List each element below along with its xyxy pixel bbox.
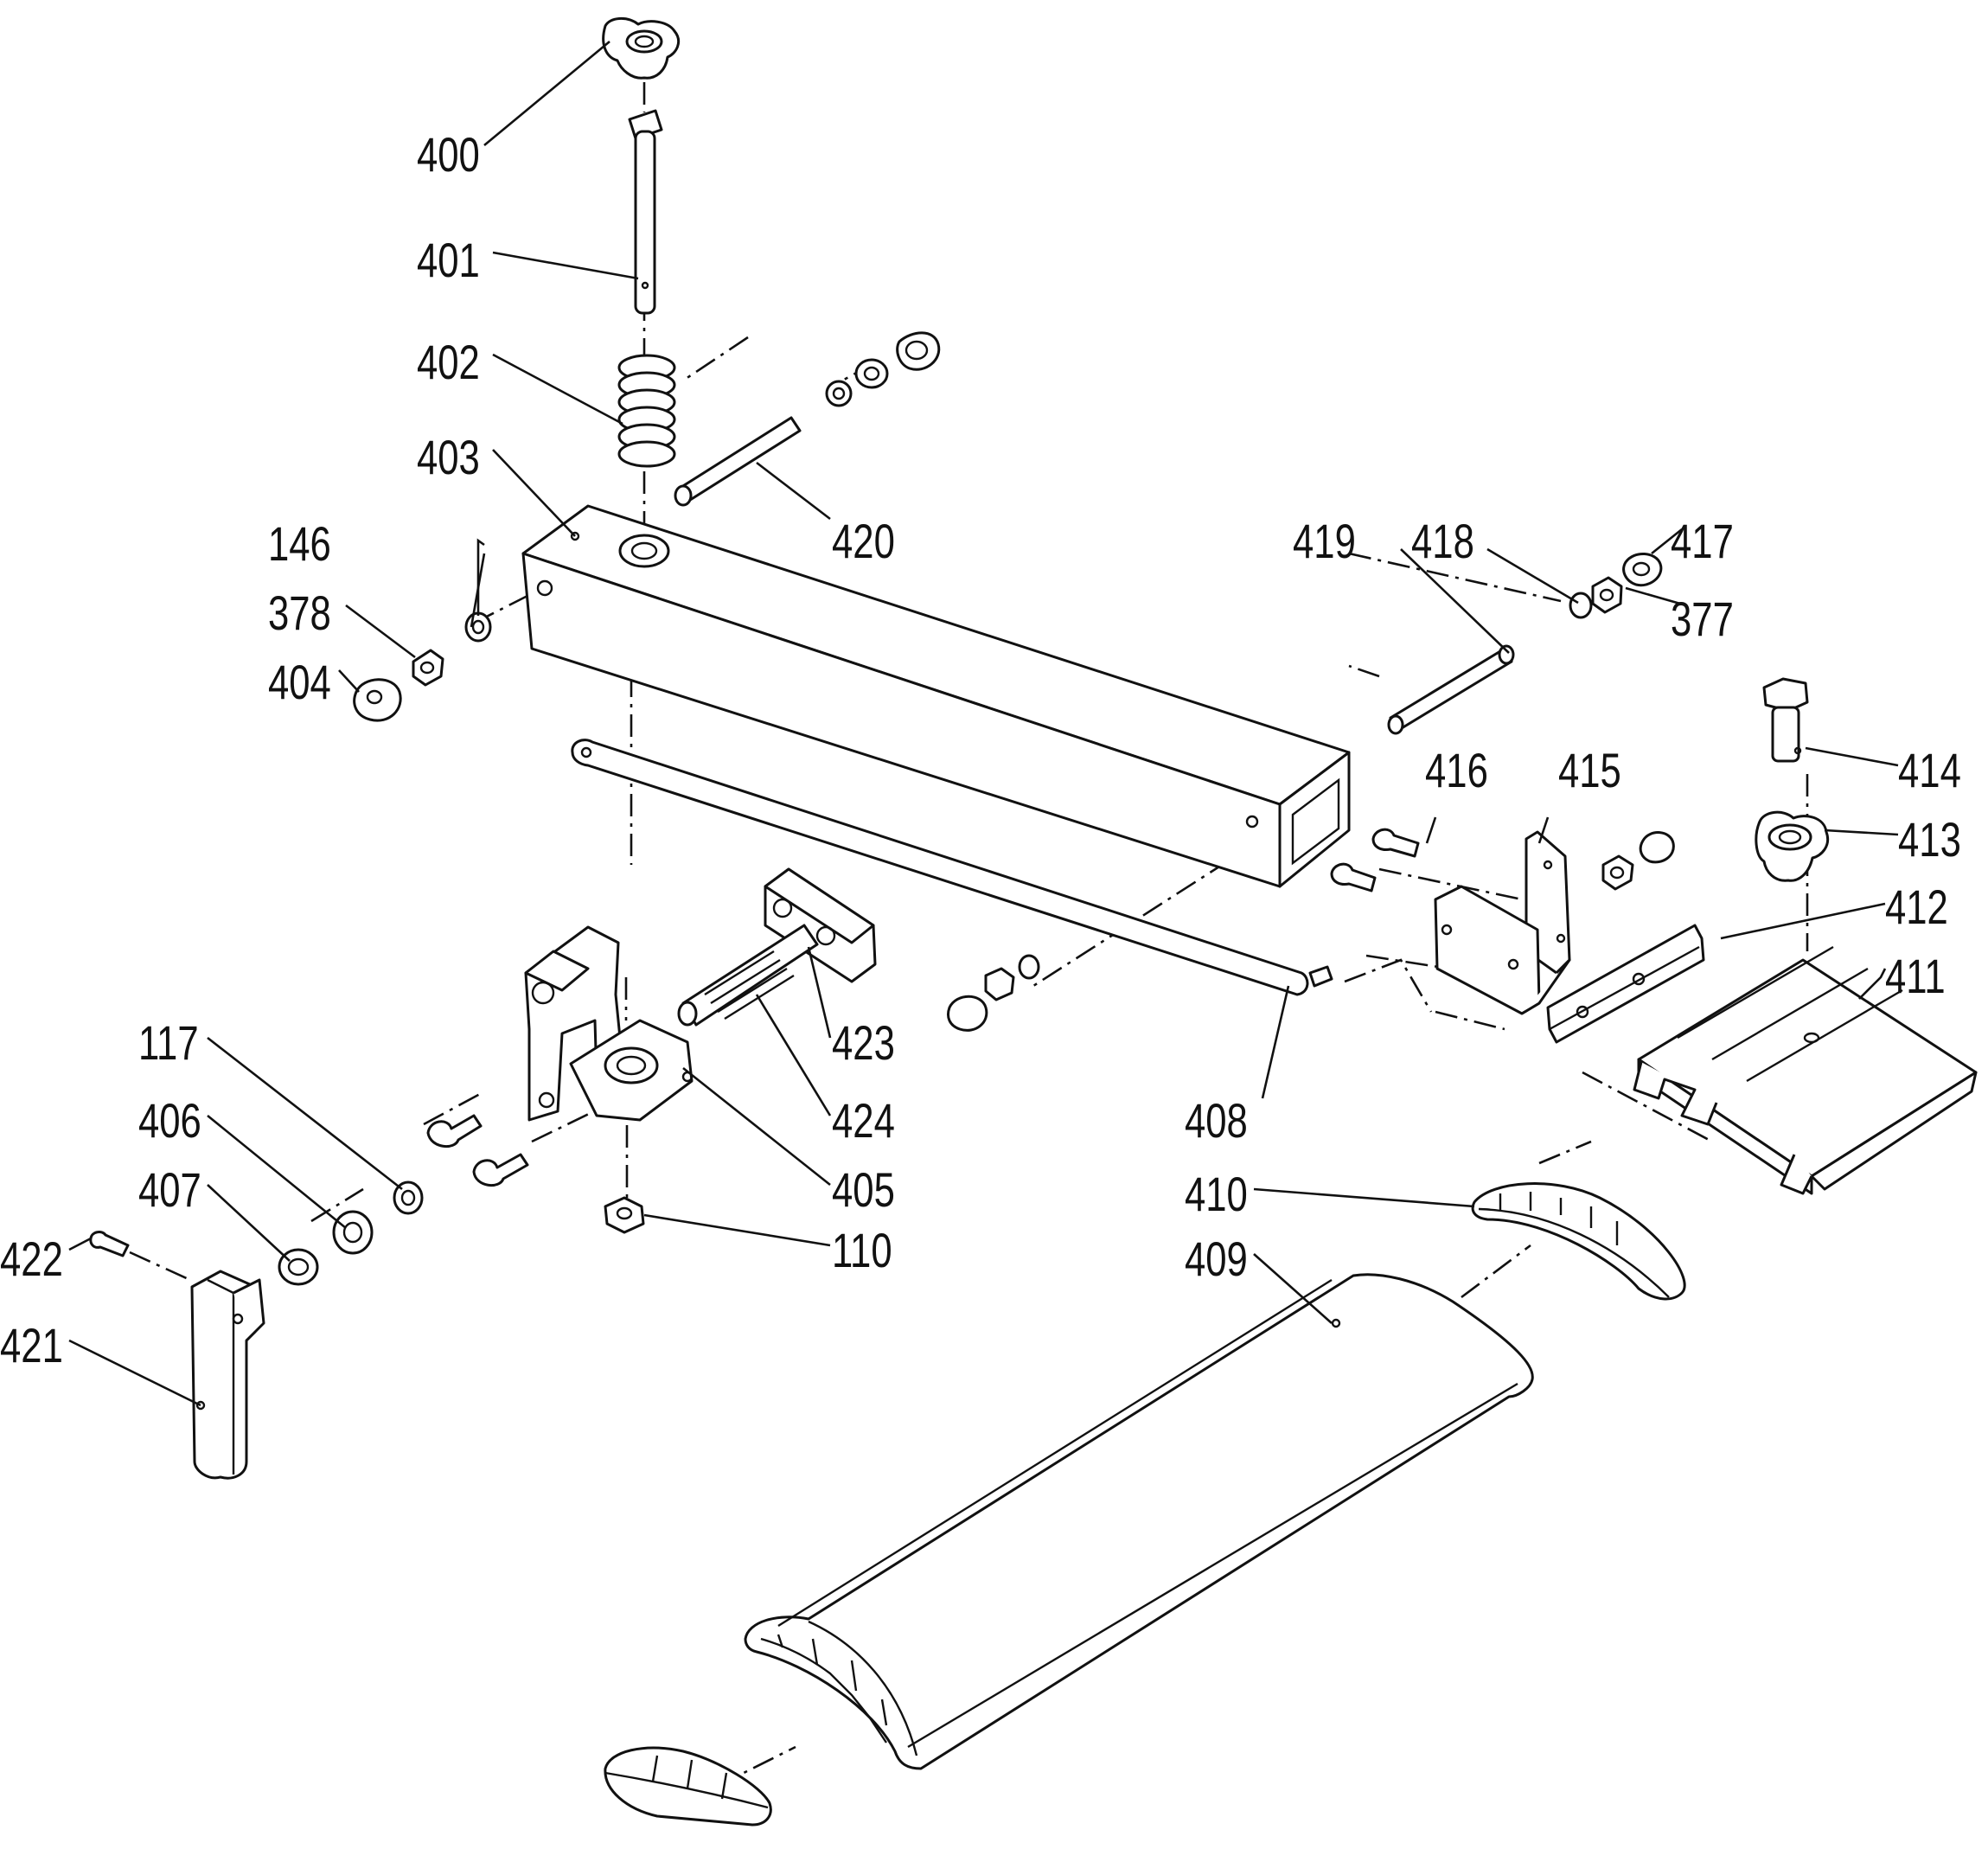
part-label-410: 410	[1185, 1168, 1248, 1221]
part-label-411: 411	[1885, 950, 1946, 1003]
part-label-412: 412	[1885, 880, 1948, 934]
pivot-hinge	[524, 925, 694, 1122]
part-label-408: 408	[1185, 1094, 1248, 1148]
star-knob-right	[1755, 810, 1829, 882]
handle-washers	[278, 1180, 424, 1286]
part-label-420: 420	[832, 515, 895, 568]
compression-spring	[617, 354, 676, 468]
hex-bolt	[1762, 677, 1809, 763]
star-knob-top	[602, 17, 680, 80]
part-label-409: 409	[1185, 1232, 1248, 1286]
bracket-nuts	[1601, 831, 1675, 891]
part-label-110: 110	[832, 1224, 892, 1277]
main-arm-tube	[521, 504, 1351, 888]
part-label-416: 416	[1425, 744, 1488, 797]
part-label-417: 417	[1671, 515, 1734, 568]
bracket-screws	[1330, 828, 1420, 893]
clamp-strip	[1546, 924, 1705, 1044]
part-label-401: 401	[417, 234, 480, 287]
long-blade-guard	[744, 1273, 1534, 1770]
part-label-117: 117	[138, 1016, 199, 1070]
part-label-419: 419	[1293, 515, 1356, 568]
part-label-424: 424	[832, 1094, 895, 1148]
part-label-413: 413	[1898, 813, 1961, 867]
hinge-nut	[604, 1196, 645, 1234]
torsion-spring	[677, 924, 819, 1027]
part-label-404: 404	[268, 656, 331, 709]
part-label-418: 418	[1411, 515, 1474, 568]
part-label-407: 407	[138, 1163, 201, 1217]
part-label-400: 400	[417, 128, 480, 182]
right-shaft-and-fasteners	[1387, 553, 1663, 735]
link-bar	[571, 739, 1333, 996]
extrusion-plate	[1633, 945, 1978, 1195]
rear-mount-block	[764, 867, 877, 983]
part-label-421: 421	[0, 1319, 63, 1372]
handle-pin	[89, 1231, 130, 1257]
part-label-414: 414	[1898, 744, 1961, 797]
part-label-403: 403	[417, 431, 480, 484]
blade-end-cap-front	[604, 1746, 772, 1827]
part-label-423: 423	[832, 1016, 895, 1070]
part-label-378: 378	[268, 586, 331, 640]
part-number-labels: 400 401 402 403 146 378 404 420 419 418 …	[0, 128, 1961, 1372]
part-label-422: 422	[0, 1232, 63, 1286]
blade-end-cap-rear	[1471, 1182, 1686, 1301]
part-label-146: 146	[268, 517, 331, 571]
part-label-377: 377	[1671, 592, 1734, 646]
part-label-405: 405	[832, 1163, 895, 1217]
center-nuts	[947, 954, 1040, 1032]
part-label-415: 415	[1558, 744, 1621, 797]
left-end-fasteners	[353, 611, 492, 722]
part-label-402: 402	[417, 336, 480, 389]
hinge-screws	[426, 1114, 529, 1187]
upper-shaft-and-fasteners	[674, 331, 941, 507]
part-label-406: 406	[138, 1094, 201, 1148]
lock-handle	[190, 1270, 265, 1480]
leader-lines	[68, 40, 1899, 1407]
angle-bracket	[1434, 830, 1571, 1015]
plunger-pin	[628, 109, 663, 315]
